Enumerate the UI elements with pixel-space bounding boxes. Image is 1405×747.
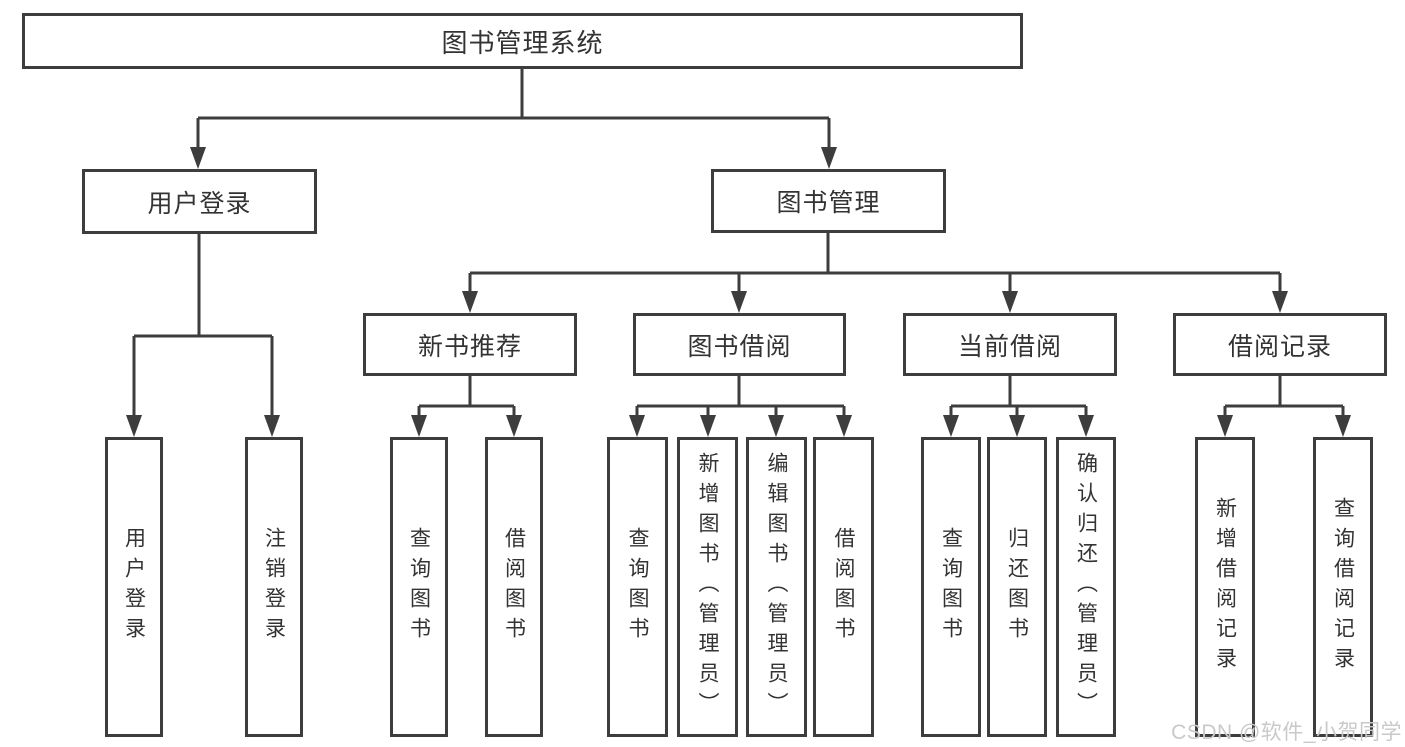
- node-leaf-logout: 注销登录: [245, 437, 303, 737]
- node-leaf-add-book: 新增图书（管理员）: [677, 437, 738, 737]
- connector-book-borrow-children: [635, 376, 846, 420]
- connector-user-login-children: [132, 234, 274, 420]
- node-leaf-query-book-1: 查询图书: [390, 437, 448, 737]
- node-current-borrow: 当前借阅: [903, 313, 1117, 376]
- node-user-login: 用户登录: [82, 169, 317, 234]
- node-leaf-add-record: 新增借阅记录: [1195, 437, 1255, 737]
- node-root: 图书管理系统: [22, 13, 1023, 69]
- node-book-mgmt: 图书管理: [711, 169, 946, 233]
- node-leaf-user-login: 用户登录: [105, 437, 163, 737]
- node-leaf-return-book: 归还图书: [987, 437, 1047, 737]
- node-leaf-query-book-3: 查询图书: [921, 437, 981, 737]
- node-leaf-borrow-book-2: 借阅图书: [813, 437, 874, 737]
- connector-current-borrow-children: [949, 376, 1088, 420]
- csdn-watermark: CSDN @软件_小贺同学: [1171, 721, 1402, 744]
- connector-borrow-record-children: [1223, 376, 1345, 420]
- node-leaf-confirm-return: 确认归还（管理员）: [1056, 437, 1116, 737]
- connector-book-mgmt-children: [468, 233, 1282, 296]
- connector-new-book-rec-children: [417, 376, 516, 420]
- node-leaf-edit-book: 编辑图书（管理员）: [746, 437, 807, 737]
- node-leaf-query-record: 查询借阅记录: [1313, 437, 1373, 737]
- connector-root-to-level1: [196, 69, 831, 152]
- node-leaf-borrow-book-1: 借阅图书: [485, 437, 543, 737]
- node-new-book-rec: 新书推荐: [363, 313, 577, 376]
- node-borrow-record: 借阅记录: [1173, 313, 1387, 376]
- node-book-borrow: 图书借阅: [633, 313, 846, 376]
- node-leaf-query-book-2: 查询图书: [607, 437, 668, 737]
